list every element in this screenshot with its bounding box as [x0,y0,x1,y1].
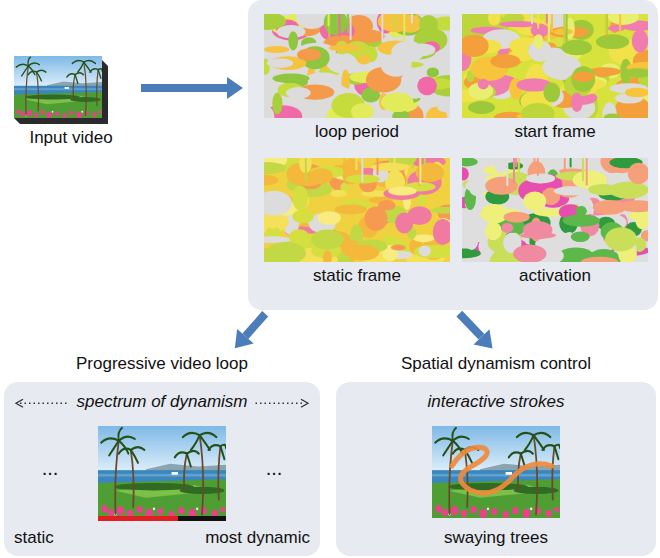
video-frame [432,426,560,518]
label-map-image [462,14,648,118]
result-panel: Spatial dynamism control interactive stro… [336,352,656,556]
map-label: loop period [264,122,450,142]
map-image: loop period [264,14,450,148]
video-thumbnail [10,56,110,126]
panel-heading: Spatial dynamism control [336,354,656,374]
panel-subcaption: interactive strokes [336,392,656,412]
flow-arrow [459,314,492,349]
flow-arrow [235,314,265,348]
axis-caption: spectrum of dynamism [77,392,248,412]
image-label: swaying trees [336,528,656,548]
input-video: Input video [6,56,136,156]
ellipsis: ... [246,456,302,480]
image-label: Input video [6,128,136,148]
video-frame [98,426,226,522]
map-image: start frame [462,14,648,148]
analysis-panel: loop period start frame static frame activa… [248,0,658,310]
result-panel: Progressive video loop spectrum of dynami… [4,352,320,556]
map-label: start frame [462,122,648,142]
label-map-image [264,158,450,262]
panel-heading: Progressive video loop [4,354,320,374]
label-map-image [264,14,450,118]
axis-end-label: most dynamic [180,528,310,548]
map-image: activation [462,158,648,292]
map-label: static frame [264,266,450,286]
ellipsis: ... [22,456,78,480]
map-label: activation [462,266,648,286]
axis-end-label: static [14,528,134,548]
label-map-image [462,158,648,262]
flow-arrow [141,77,243,99]
map-image: static frame [264,158,450,292]
